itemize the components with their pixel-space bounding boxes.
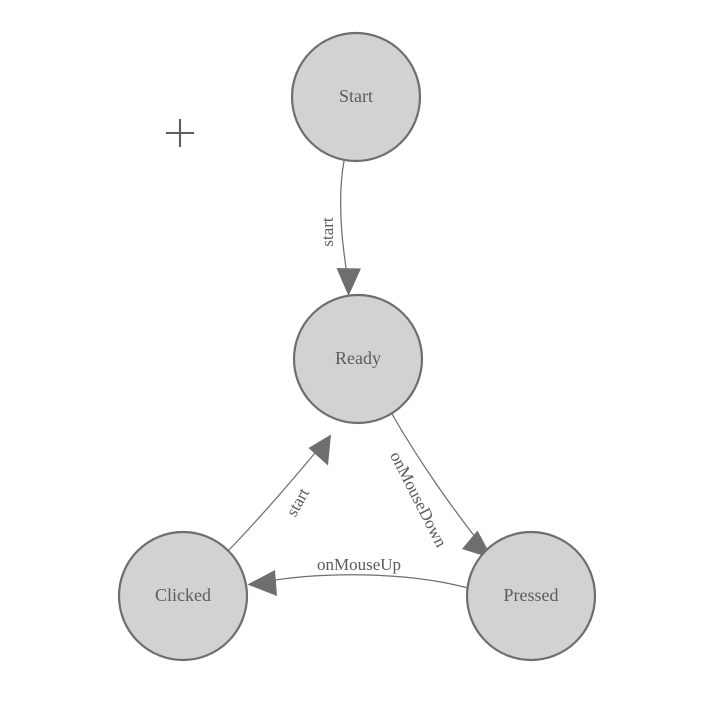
node-ready[interactable]: Ready bbox=[292, 293, 424, 425]
arrowhead-icon bbox=[247, 570, 277, 596]
edge-path bbox=[262, 574, 469, 589]
edge-path bbox=[339, 160, 349, 281]
edge-label-pressed-to-clicked: onMouseUp bbox=[317, 555, 401, 574]
arrowhead-icon bbox=[308, 434, 331, 466]
edge-ready-to-pressed[interactable]: onMouseDown bbox=[386, 413, 493, 559]
arrowhead-icon bbox=[336, 268, 361, 296]
node-shape bbox=[117, 530, 249, 662]
edge-start-to-ready[interactable]: start bbox=[318, 160, 361, 296]
node-label-clicked: Clicked bbox=[155, 585, 211, 605]
edge-label-ready-to-pressed: onMouseDown bbox=[386, 448, 451, 550]
edge-label-clicked-to-ready: start bbox=[282, 485, 313, 520]
edge-pressed-to-clicked[interactable]: onMouseUp bbox=[247, 555, 469, 596]
node-shape bbox=[465, 530, 597, 662]
node-label-pressed: Pressed bbox=[504, 585, 559, 605]
node-clicked[interactable]: Clicked bbox=[117, 530, 249, 662]
plus-marker-icon[interactable] bbox=[166, 119, 194, 147]
edge-path bbox=[391, 413, 484, 548]
node-shape bbox=[290, 31, 422, 163]
edge-label-start-to-ready: start bbox=[318, 217, 337, 247]
node-label-ready: Ready bbox=[335, 348, 381, 368]
edge-path bbox=[226, 446, 321, 553]
node-shape bbox=[292, 293, 424, 425]
node-pressed[interactable]: Pressed bbox=[465, 530, 597, 662]
edge-clicked-to-ready[interactable]: start bbox=[226, 434, 331, 553]
node-label-start: Start bbox=[339, 86, 373, 106]
node-start[interactable]: Start bbox=[290, 31, 422, 163]
